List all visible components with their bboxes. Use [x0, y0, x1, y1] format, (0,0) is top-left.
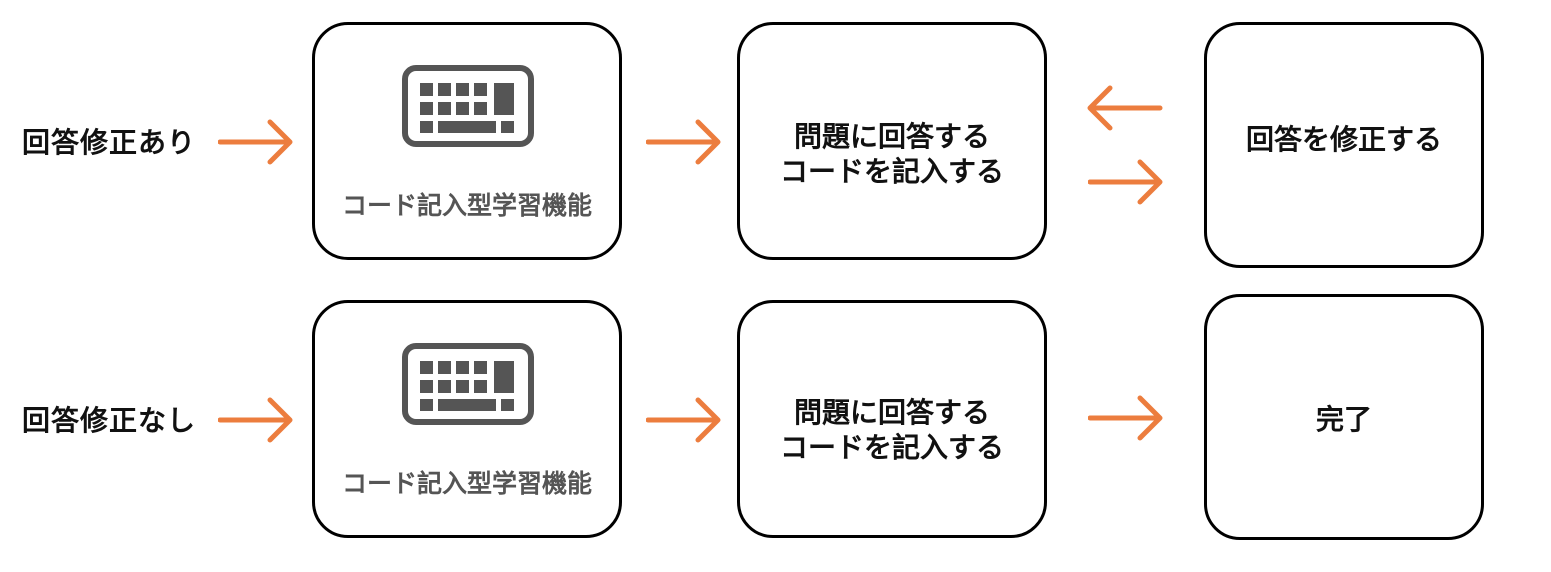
- feature-card-code-entry[interactable]: コード記入型学習機能: [312, 300, 622, 538]
- feature-card-code-entry[interactable]: コード記入型学習機能: [312, 22, 622, 260]
- step-text: 問題に回答する コードを記入する: [779, 396, 1004, 464]
- arrow-right-icon: [218, 119, 293, 165]
- arrow-right-icon: [646, 397, 721, 443]
- keyboard-icon: [402, 343, 534, 425]
- arrow-left-icon: [1087, 85, 1163, 131]
- step-card-answer: 問題に回答する コードを記入する: [737, 22, 1047, 260]
- arrow-right-icon: [1088, 159, 1163, 205]
- step-text: 問題に回答する コードを記入する: [779, 120, 1004, 188]
- row-label-without-revision: 回答修正なし: [22, 404, 197, 437]
- row-label-with-revision: 回答修正あり: [22, 126, 197, 159]
- end-text: 完了: [1315, 403, 1372, 436]
- feature-label: コード記入型学習機能: [341, 469, 592, 498]
- feature-label: コード記入型学習機能: [341, 191, 592, 220]
- end-card-complete: 完了: [1204, 294, 1484, 540]
- arrow-right-icon: [1088, 395, 1163, 441]
- step-card-answer: 問題に回答する コードを記入する: [737, 300, 1047, 538]
- arrow-right-icon: [646, 119, 721, 165]
- arrow-right-icon: [218, 397, 293, 443]
- end-card-revise: 回答を修正する: [1204, 22, 1484, 268]
- end-text: 回答を修正する: [1245, 123, 1442, 156]
- keyboard-icon: [402, 65, 534, 147]
